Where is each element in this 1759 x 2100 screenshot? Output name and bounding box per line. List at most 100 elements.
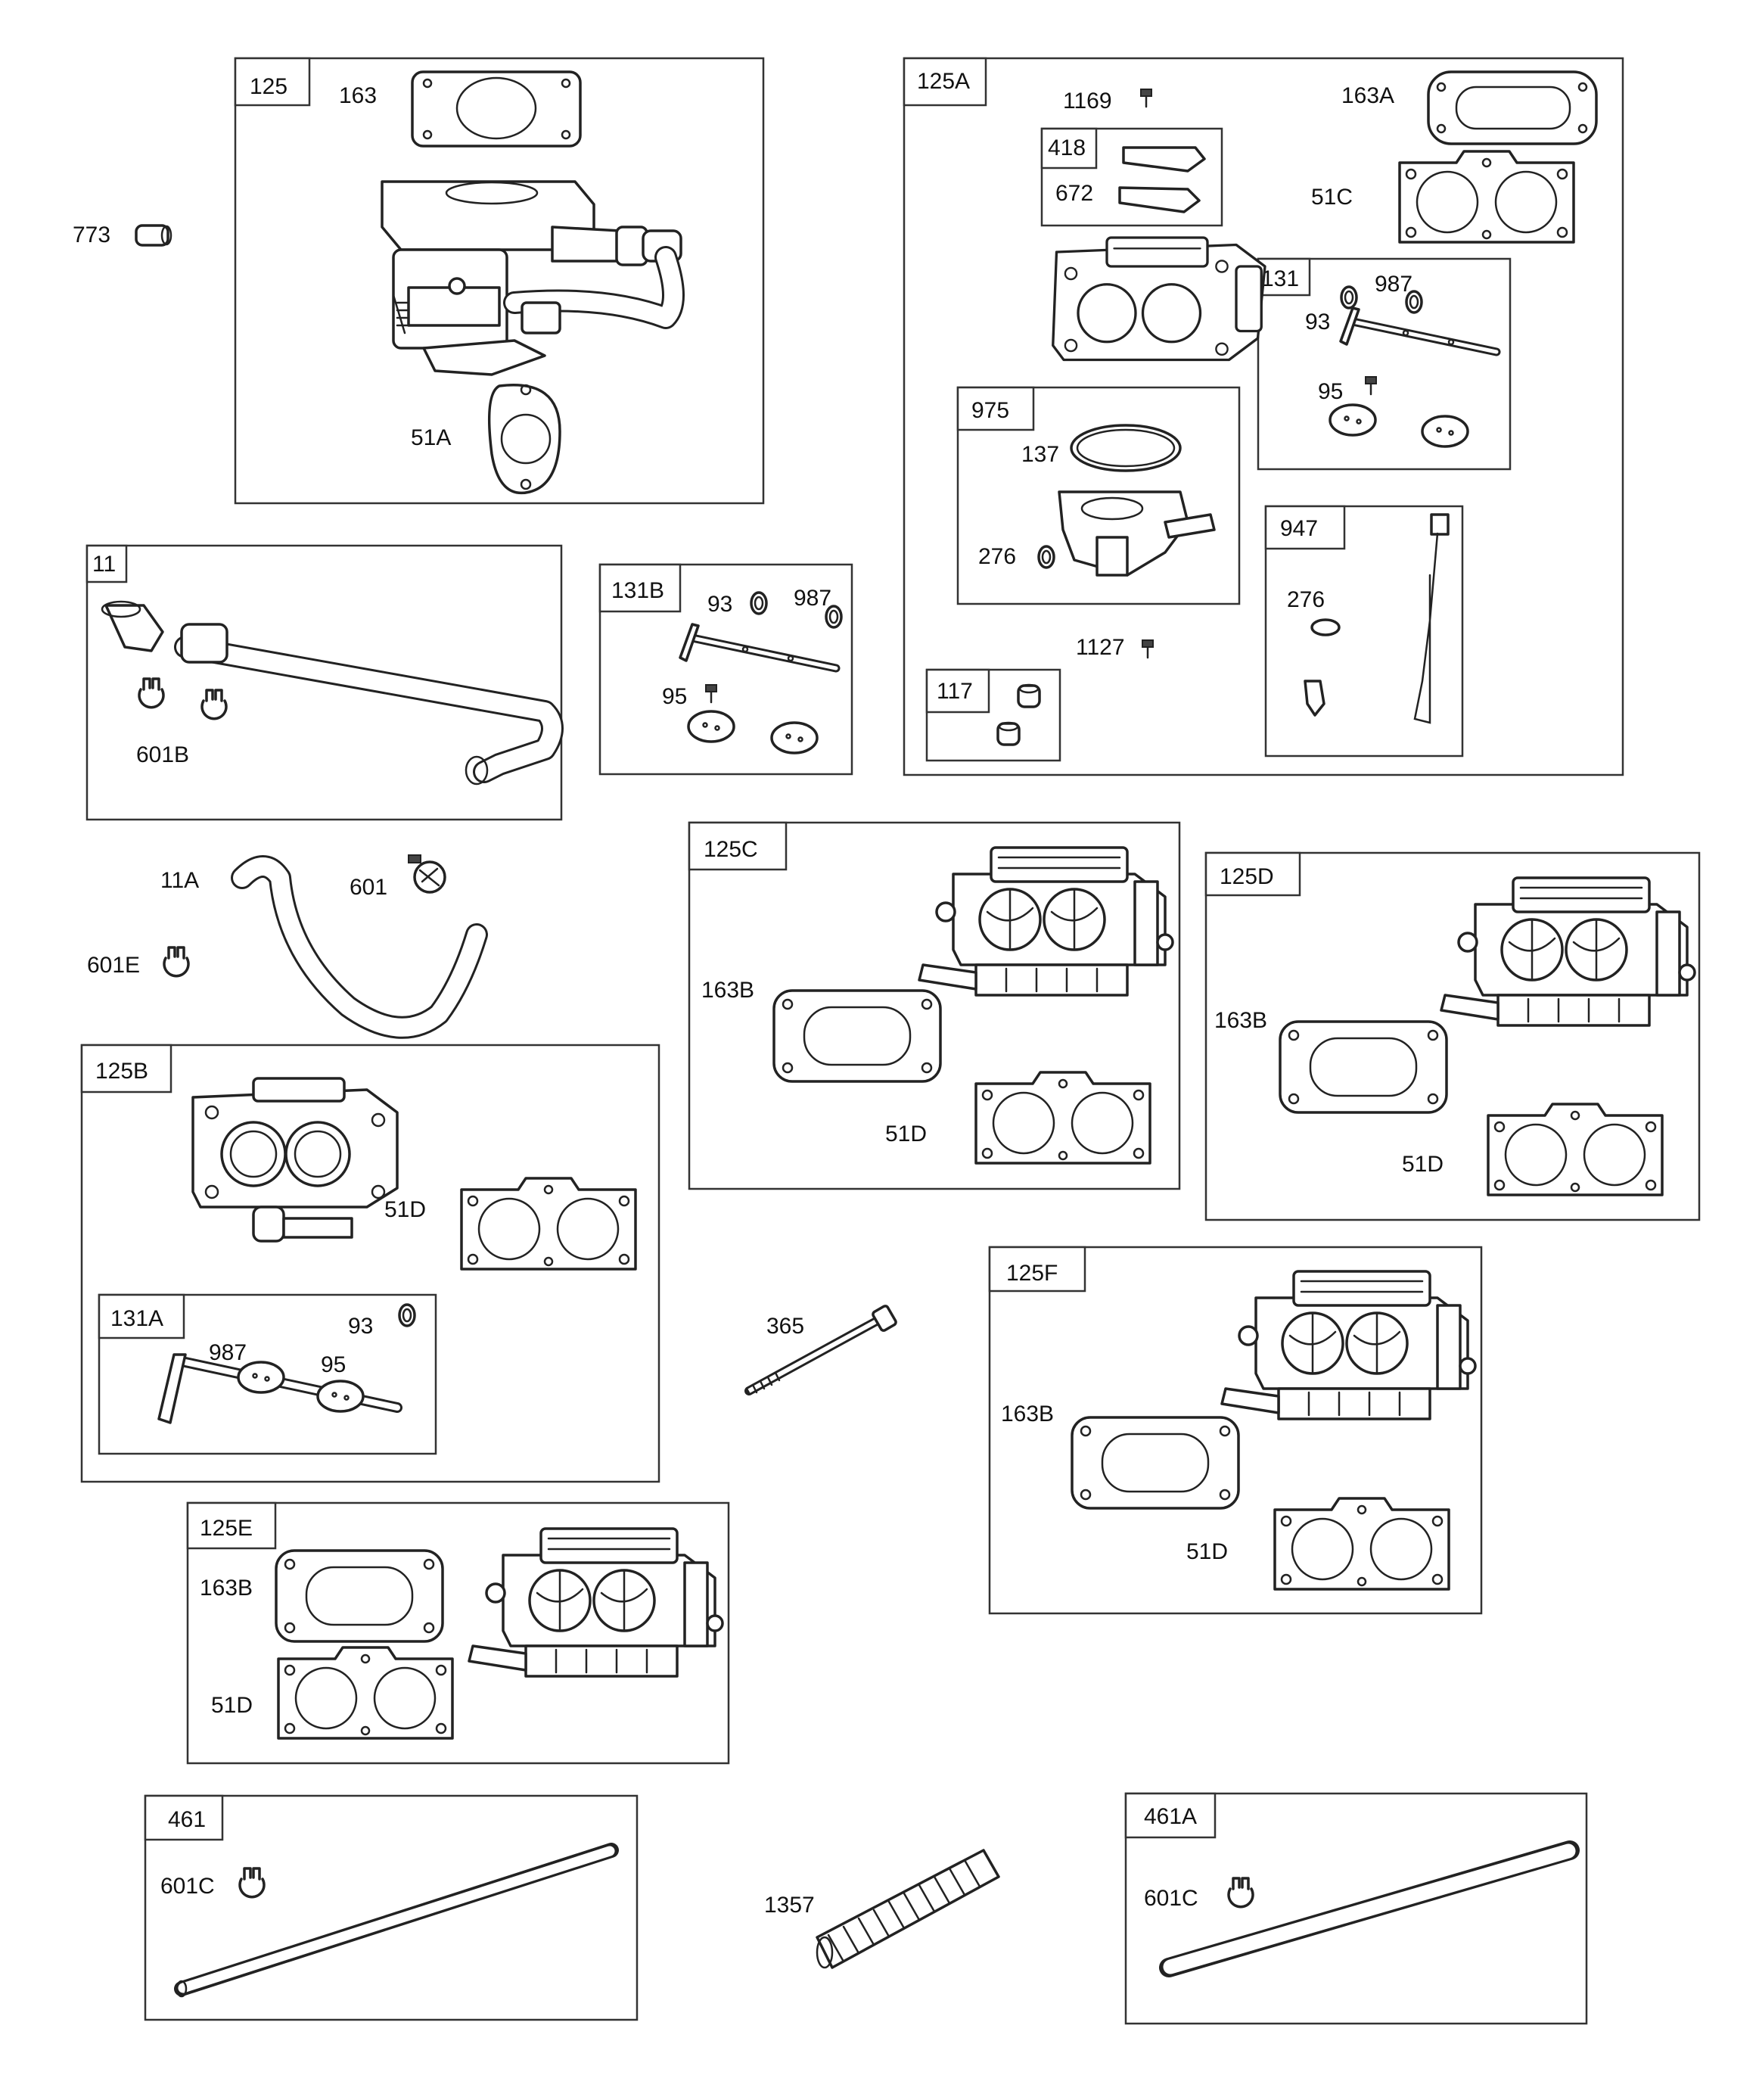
gasket-163-illustration [411, 70, 582, 148]
callout-601C-461A: 601C [1144, 1886, 1198, 1911]
callout-773: 773 [73, 222, 110, 247]
plate-131B-b-illustration [770, 721, 819, 754]
box-label: 125E [200, 1516, 253, 1541]
callout-163B-125C: 163B [701, 978, 754, 1003]
box-label: 125D [1220, 864, 1274, 889]
throttle-125D-illustration [1440, 876, 1696, 1027]
gasket-51C-illustration [1398, 150, 1575, 244]
callout-672: 672 [1055, 181, 1093, 206]
tube-461-illustration [174, 1843, 619, 1998]
callout-51D-125D: 51D [1402, 1152, 1444, 1177]
callout-365: 365 [766, 1314, 804, 1339]
bolt-365-illustration [744, 1305, 897, 1395]
callout-95-131A: 95 [321, 1352, 346, 1377]
box-label: 125F [1006, 1261, 1058, 1286]
box-947: 947 [1264, 505, 1464, 758]
box-975: 975 [956, 386, 1241, 605]
throttle-125B-illustration [191, 1077, 399, 1243]
shaft-131B-illustration [680, 624, 836, 668]
gasket-163B-125C-illustration [772, 989, 942, 1083]
oring-276-illustration [1037, 545, 1055, 569]
throttle-125E-illustration [468, 1527, 724, 1678]
gasket-51D-125F-illustration [1273, 1497, 1450, 1591]
gasket-51A-illustration [487, 384, 561, 495]
callout-276-975: 276 [978, 544, 1016, 569]
callout-1169: 1169 [1063, 89, 1112, 114]
callout-1127: 1127 [1076, 635, 1125, 660]
box-label: 947 [1280, 516, 1318, 541]
box-131B: 131B [598, 563, 853, 776]
callout-163B-125F: 163B [1001, 1402, 1054, 1426]
callout-601B: 601B [136, 742, 189, 767]
callout-163A: 163A [1341, 83, 1394, 108]
screw-1169-illustration [1139, 88, 1153, 108]
box-461: 461 [144, 1794, 639, 2021]
callout-601C-461: 601C [160, 1874, 215, 1899]
fuel-line-11-illustration [101, 600, 564, 786]
callout-987-131: 987 [1375, 272, 1412, 297]
box-125A: 125A [903, 57, 1624, 776]
plate-95a-illustration [1329, 403, 1377, 437]
box-label: 117 [937, 679, 973, 704]
gasket-163B-125F-illustration [1071, 1416, 1240, 1510]
callout-51D-125E: 51D [211, 1693, 253, 1718]
box-131A: 131A [98, 1293, 437, 1455]
callout-601: 601 [350, 875, 387, 900]
box-label: 125B [95, 1059, 148, 1084]
box-125C: 125C [688, 821, 1181, 1190]
clamp-601Ba-illustration [138, 677, 165, 709]
box-125B: 125B [80, 1044, 660, 1483]
clamp-601Bb-illustration [200, 689, 228, 720]
box-label: 461 [168, 1807, 206, 1832]
callout-51D-125F: 51D [1186, 1539, 1228, 1564]
callout-51C: 51C [1311, 185, 1353, 210]
fitting-773-illustration [135, 224, 172, 247]
callout-987-131A: 987 [209, 1340, 247, 1365]
bushing-93-131B-illustration [750, 591, 768, 615]
bushing-93-131A-illustration [398, 1303, 416, 1327]
clamp-601E-illustration [163, 946, 190, 978]
hose-11A-illustration [231, 855, 488, 1039]
callout-93-131: 93 [1305, 310, 1330, 334]
box-125: 125 [234, 57, 765, 505]
gasket-51D-125B-illustration [460, 1177, 637, 1271]
callout-1357: 1357 [764, 1893, 815, 1918]
callout-51D-125C: 51D [885, 1122, 927, 1146]
box-label: 11 [92, 552, 116, 577]
sensor-947-illustration [1304, 513, 1450, 724]
callout-163B-125D: 163B [1214, 1008, 1267, 1033]
box-461A: 461A [1124, 1792, 1588, 2025]
callout-95-131: 95 [1318, 379, 1343, 404]
box-label: 131 [1261, 266, 1299, 291]
box-11: 11 [85, 544, 563, 821]
spring-1357-illustration [816, 1849, 1000, 1969]
fitting-117b-illustration [996, 721, 1021, 746]
callout-93-131A: 93 [348, 1314, 373, 1339]
box-418: 418 [1040, 127, 1223, 227]
box-label: 418 [1048, 135, 1086, 160]
plate-131B-a-illustration [687, 710, 735, 743]
shaft-131-illustration [1341, 308, 1496, 352]
callout-601E: 601E [87, 953, 140, 978]
box-label: 975 [971, 398, 1009, 423]
screw-95-131B-illustration [704, 683, 718, 704]
box-label: 125 [250, 74, 287, 99]
box-label: 125C [704, 837, 758, 862]
plate-95b-illustration [1421, 415, 1469, 448]
callout-11A: 11A [160, 868, 199, 893]
bushing-93-illustration [1340, 285, 1358, 310]
box-125D: 125D [1204, 851, 1701, 1221]
box-131: 131 [1257, 257, 1512, 471]
screw-1127-illustration [1141, 639, 1155, 659]
box-125F: 125F [988, 1246, 1483, 1615]
clamp-601C-461-illustration [238, 1867, 266, 1899]
box-117: 117 [925, 668, 1061, 762]
fitting-117a-illustration [1017, 683, 1041, 708]
shaft-131A-illustration [157, 1353, 402, 1424]
callout-276-947: 276 [1287, 587, 1325, 612]
callout-163B-125E: 163B [200, 1576, 253, 1601]
gasket-163A-illustration [1427, 70, 1598, 145]
housing-975-illustration [1058, 424, 1216, 577]
throttle-125F-illustration [1220, 1270, 1477, 1420]
